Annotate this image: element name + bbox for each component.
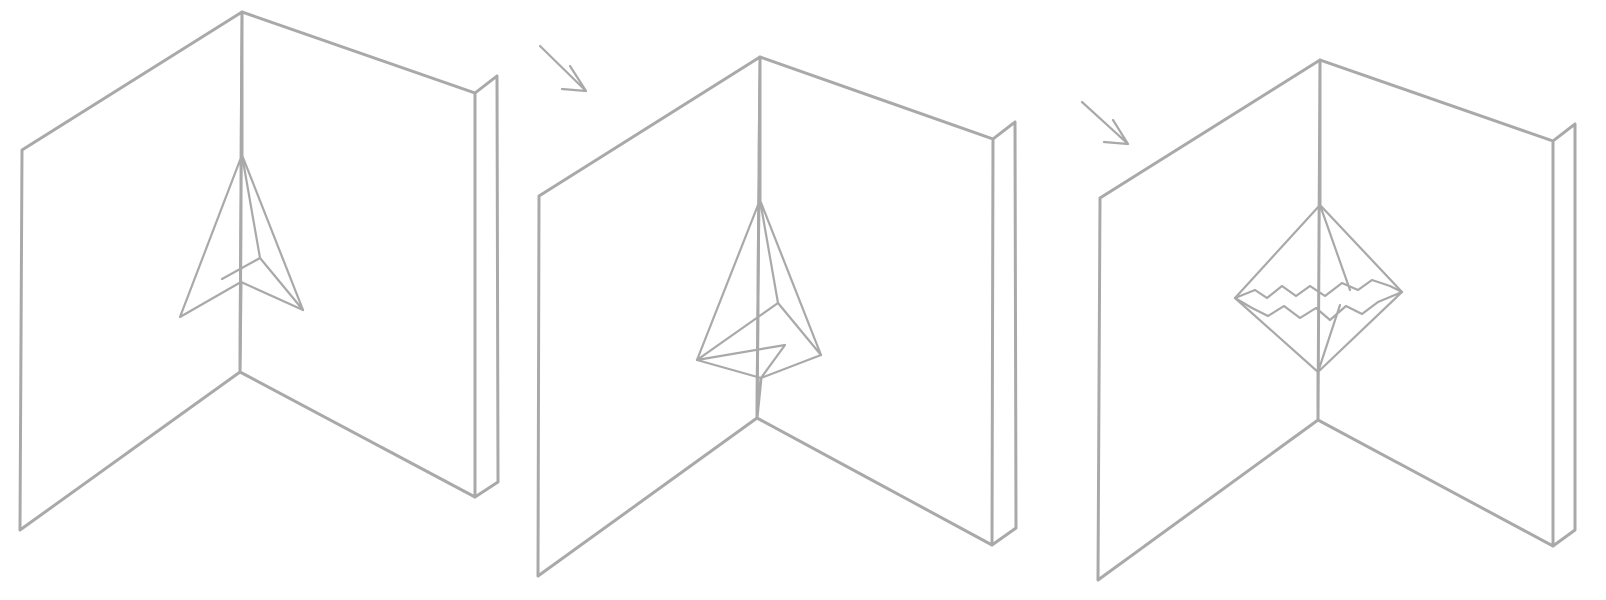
right-wall [1318, 60, 1553, 546]
fold-crease-right [260, 258, 303, 310]
panel-3 [1098, 60, 1575, 580]
arrow-down-right-icon [540, 46, 586, 91]
panel-1 [20, 12, 498, 530]
fold-crease-center [242, 155, 260, 258]
open-book-walls [538, 57, 1016, 576]
arrow-down-right-icon [1082, 102, 1128, 144]
panel-2 [538, 57, 1016, 576]
open-book-walls [1098, 60, 1575, 580]
left-wall [1098, 60, 1320, 580]
fold-crease-top [1320, 205, 1350, 290]
open-book-walls [20, 12, 498, 530]
fold-crease-center [760, 200, 778, 303]
spine-lower [240, 282, 241, 372]
left-wall [538, 57, 760, 576]
right-wall [757, 57, 993, 545]
left-wall [20, 12, 242, 530]
right-wall [240, 12, 475, 497]
wall-thickness [475, 76, 498, 497]
wall-thickness [992, 122, 1016, 545]
wall-thickness [1553, 124, 1575, 546]
